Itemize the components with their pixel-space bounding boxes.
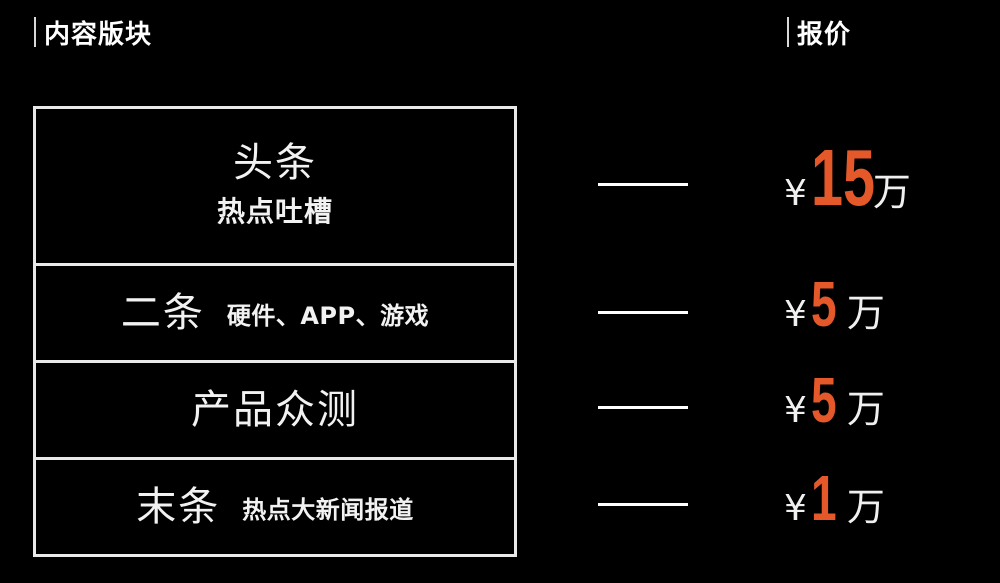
price-amount: 1 — [810, 462, 837, 534]
price-label: 报价 — [797, 19, 852, 50]
price-product-test: ¥ 5 万 — [784, 368, 885, 433]
row-title: 二条 — [120, 290, 205, 336]
price-amount: 5 — [810, 268, 837, 340]
content-section-label: 内容版块 — [44, 19, 153, 50]
price-headline: ¥ 15 万 — [784, 138, 911, 218]
row-title: 产品众测 — [191, 387, 359, 433]
table-row-product-test: 产品众测 — [36, 360, 514, 457]
row-title: 末条 — [136, 484, 221, 530]
connector-dash — [598, 406, 688, 409]
currency-symbol: ¥ — [784, 390, 807, 431]
price-amount: 15 — [810, 133, 875, 222]
price-unit: 万 — [846, 291, 885, 335]
price-second: ¥ 5 万 — [784, 272, 885, 337]
table-row-second: 二条 硬件、APP、游戏 — [36, 263, 514, 360]
header-divider-bar — [34, 17, 36, 47]
currency-symbol: ¥ — [784, 294, 807, 335]
connector-dash — [598, 503, 688, 506]
row-title: 头条 — [233, 140, 317, 186]
price-amount: 5 — [810, 364, 837, 436]
currency-symbol: ¥ — [784, 488, 807, 529]
row-subtitle: 硬件、APP、游戏 — [226, 301, 430, 330]
currency-symbol: ¥ — [784, 173, 807, 214]
connector-dash — [598, 183, 688, 186]
table-row-last: 末条 热点大新闻报道 — [36, 457, 514, 554]
price-unit: 万 — [846, 485, 885, 529]
content-section-header: 内容版块 — [34, 14, 152, 50]
connector-dash — [598, 311, 688, 314]
price-header: 报价 — [787, 14, 851, 50]
row-subtitle: 热点大新闻报道 — [242, 495, 414, 524]
row-subtitle: 热点吐槽 — [216, 195, 333, 228]
content-table: 头条 热点吐槽 二条 硬件、APP、游戏 产品众测 末条 热点大新闻报道 — [33, 106, 517, 557]
price-unit: 万 — [872, 170, 911, 214]
price-last: ¥ 1 万 — [784, 466, 885, 531]
header-divider-bar — [787, 17, 789, 47]
price-unit: 万 — [846, 387, 885, 431]
table-row-headline: 头条 热点吐槽 — [36, 109, 514, 263]
